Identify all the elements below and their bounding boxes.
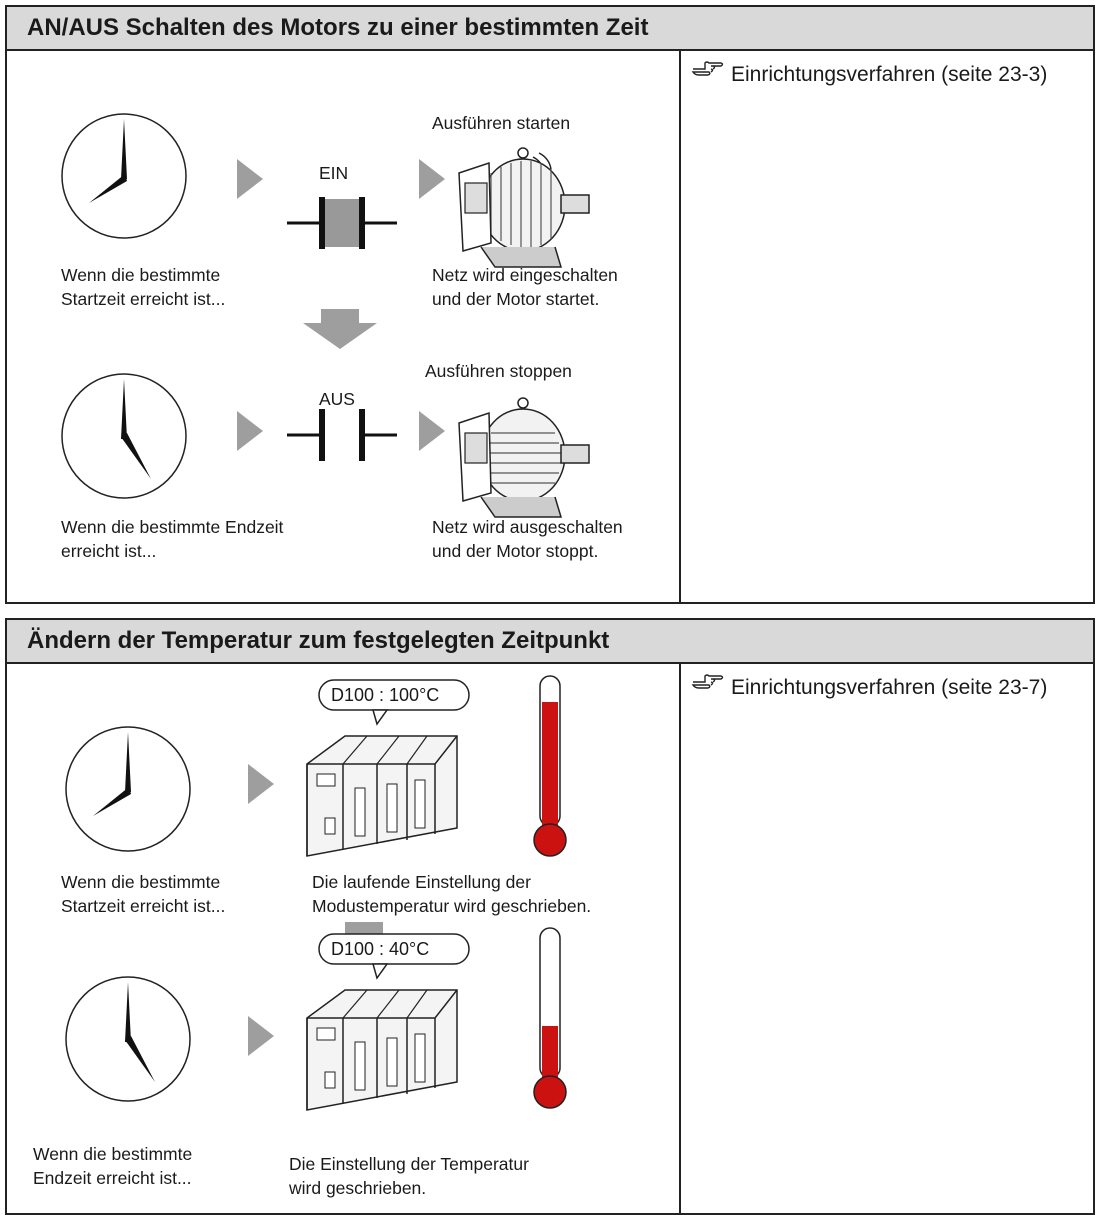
plc-icon	[306, 679, 470, 857]
motor-panel: AN/AUS Schalten des Motors zu einer best…	[5, 5, 1095, 604]
switch-open-icon	[287, 409, 397, 461]
column-divider	[679, 664, 681, 1213]
reference-text: Einrichtungsverfahren (seite 23-3)	[731, 63, 1048, 86]
plc-icon	[306, 933, 470, 1111]
reference-link[interactable]: Einrichtungsverfahren (seite 23-3)	[691, 61, 1048, 87]
clock-end-icon	[61, 373, 187, 499]
panel-body: Einrichtungsverfahren (seite 23-7) D100 …	[7, 664, 1093, 1213]
panel-body: Einrichtungsverfahren (seite 23-3) EIN A…	[7, 51, 1093, 602]
motor-stopped-icon	[458, 397, 590, 518]
clock-start-icon	[65, 726, 191, 852]
register-bubble: D100 : 100°C	[331, 685, 440, 705]
result-caption: Die laufende Einstellung der Modustemper…	[312, 872, 592, 916]
arrow-right-icon	[419, 159, 445, 199]
arrow-right-icon	[419, 411, 445, 451]
reference-text: Einrichtungsverfahren (seite 23-7)	[731, 676, 1048, 699]
panel-title: Ändern der Temperatur zum festgelegten Z…	[7, 620, 1093, 664]
motor-caption: Ausführen starten	[432, 113, 571, 133]
thermometer-icon	[533, 675, 567, 857]
switch-closed-icon	[287, 197, 397, 249]
register-bubble: D100 : 40°C	[331, 939, 430, 959]
reference-link[interactable]: Einrichtungsverfahren (seite 23-7)	[691, 674, 1048, 700]
arrow-down-icon	[303, 309, 377, 349]
switch-label-on: EIN	[319, 163, 349, 183]
arrow-right-icon	[237, 159, 263, 199]
clock-start-icon	[61, 113, 187, 239]
panel-title: AN/AUS Schalten des Motors zu einer best…	[7, 7, 1093, 51]
motor-caption: Ausführen stoppen	[425, 361, 572, 381]
switch-label-off: AUS	[319, 389, 355, 409]
pointing-hand-icon	[691, 61, 724, 76]
arrow-right-icon	[248, 764, 274, 804]
temperature-panel: Ändern der Temperatur zum festgelegten Z…	[5, 618, 1095, 1215]
motor-running-icon	[458, 147, 590, 268]
arrow-right-icon	[248, 1016, 274, 1056]
clock-caption: Wenn die bestimmte Startzeit erreicht is…	[61, 872, 226, 916]
result-caption: Netz wird ausgeschalten und der Motor st…	[432, 517, 623, 561]
result-caption: Die Einstellung der Temperatur wird gesc…	[289, 1154, 529, 1198]
arrow-right-icon	[237, 411, 263, 451]
clock-caption: Wenn die bestimmte Endzeit erreicht ist.…	[33, 1144, 193, 1188]
thermometer-icon	[533, 927, 567, 1109]
pointing-hand-icon	[691, 674, 724, 689]
clock-caption: Wenn die bestimmte Endzeit erreicht ist.…	[61, 517, 284, 561]
result-caption: Netz wird eingeschalten und der Motor st…	[432, 265, 618, 309]
clock-caption: Wenn die bestimmte Startzeit erreicht is…	[61, 265, 226, 309]
column-divider	[679, 51, 681, 602]
clock-end-icon	[65, 976, 191, 1102]
